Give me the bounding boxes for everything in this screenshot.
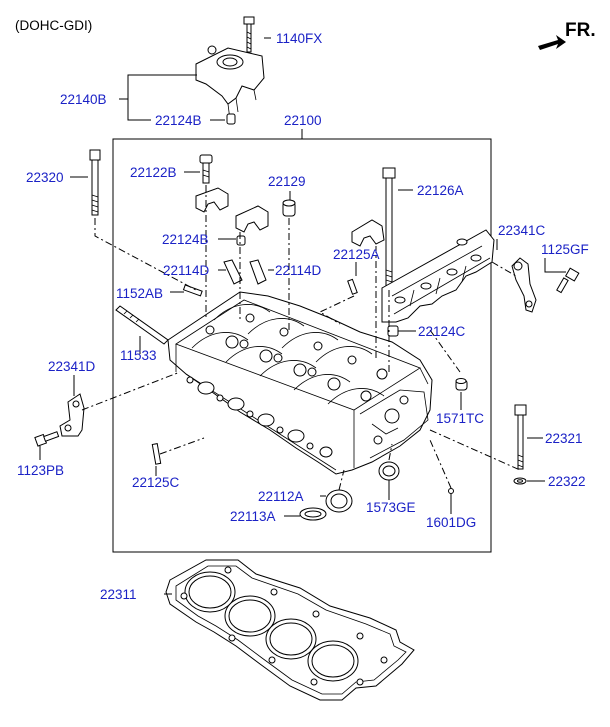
label-22124b-mid[interactable]: 22124B: [162, 232, 209, 247]
pin-1152ab-part: [182, 284, 203, 297]
label-22140b[interactable]: 22140B: [60, 92, 107, 107]
stud-11533-part: [115, 305, 169, 345]
label-22125a[interactable]: 22125A: [333, 247, 380, 262]
assembly-center-lines: [81, 185, 521, 491]
label-22113a[interactable]: 22113A: [230, 509, 276, 524]
front-direction-label: FR.: [565, 20, 596, 41]
label-22341c[interactable]: 22341C: [498, 223, 546, 238]
label-1601dg[interactable]: 1601DG: [426, 515, 476, 530]
stud-22125c-part: [151, 443, 162, 465]
bolt-22122b-part: [199, 154, 213, 184]
cam-carrier-frame-part: [381, 229, 495, 323]
label-22126a[interactable]: 22126A: [417, 183, 464, 198]
label-22341d[interactable]: 22341D: [48, 359, 96, 374]
part-labels: 1140FX 22140B 22124B 22100 22320 22122B …: [17, 31, 589, 602]
bolt-22126a-part: [382, 167, 396, 289]
sleeve-22114d-left-part: [223, 259, 243, 285]
seal-1573ge-part: [378, 461, 400, 481]
label-1571tc[interactable]: 1571TC: [436, 411, 484, 426]
ball-1601dg-part: [448, 488, 454, 494]
cylinder-head-part: [167, 291, 433, 475]
front-direction-indicator: FR.: [538, 20, 596, 50]
stud-22125a-part: [347, 278, 358, 295]
plug-1571tc-part: [455, 378, 468, 391]
label-1573ge[interactable]: 1573GE: [366, 500, 416, 515]
label-1140fx[interactable]: 1140FX: [276, 31, 322, 46]
plug-22129-part: [282, 199, 296, 217]
dowel-22124b-mid-part: [236, 235, 246, 246]
cam-cap-left-part: [195, 187, 229, 213]
label-22124c[interactable]: 22124C: [418, 324, 466, 339]
bolt-22321-part: [514, 404, 527, 470]
seal-22112a-part: [325, 489, 353, 513]
bolt-1123pb-part: [34, 431, 60, 447]
front-arrow-icon: [538, 35, 566, 50]
hanger-22341c-part: [511, 257, 537, 313]
dowel-22124b-top-part: [226, 113, 236, 125]
label-22114d-left[interactable]: 22114D: [163, 263, 210, 278]
label-22125c[interactable]: 22125C: [132, 475, 180, 490]
engine-variant-caption: (DOHC-GDI): [15, 18, 92, 33]
label-22100[interactable]: 22100: [284, 113, 322, 128]
cam-cap-middle-part: [235, 205, 269, 233]
label-22320[interactable]: 22320: [26, 170, 64, 185]
bolt-22320-part: [89, 149, 101, 216]
bolt-1140fx-part: [243, 16, 255, 53]
hanger-22341d-part: [59, 393, 85, 437]
bracket-22140b-part: [195, 45, 265, 121]
seal-22113a-part: [299, 507, 327, 521]
washer-22322-part: [513, 477, 527, 485]
leader-lines: [39, 37, 566, 595]
label-22112a[interactable]: 22112A: [258, 489, 304, 504]
label-22322[interactable]: 22322: [548, 474, 586, 489]
sleeve-22114d-right-part: [249, 259, 267, 285]
label-11533[interactable]: 11533: [120, 348, 157, 363]
label-22114d-right[interactable]: 22114D: [275, 263, 322, 278]
head-gasket-22311-part: [165, 559, 415, 701]
label-1125gf[interactable]: 1125GF: [541, 242, 589, 257]
label-22321[interactable]: 22321: [545, 431, 583, 446]
label-1123pb[interactable]: 1123PB: [17, 463, 64, 478]
bolt-1125gf-part: [556, 267, 580, 294]
label-22129[interactable]: 22129: [268, 174, 306, 189]
label-22311[interactable]: 22311: [100, 587, 137, 602]
label-1152ab[interactable]: 1152AB: [116, 286, 163, 301]
label-22122b[interactable]: 22122B: [130, 165, 177, 180]
cam-cap-right-part: [351, 219, 385, 247]
label-22124b-top[interactable]: 22124B: [155, 113, 202, 128]
